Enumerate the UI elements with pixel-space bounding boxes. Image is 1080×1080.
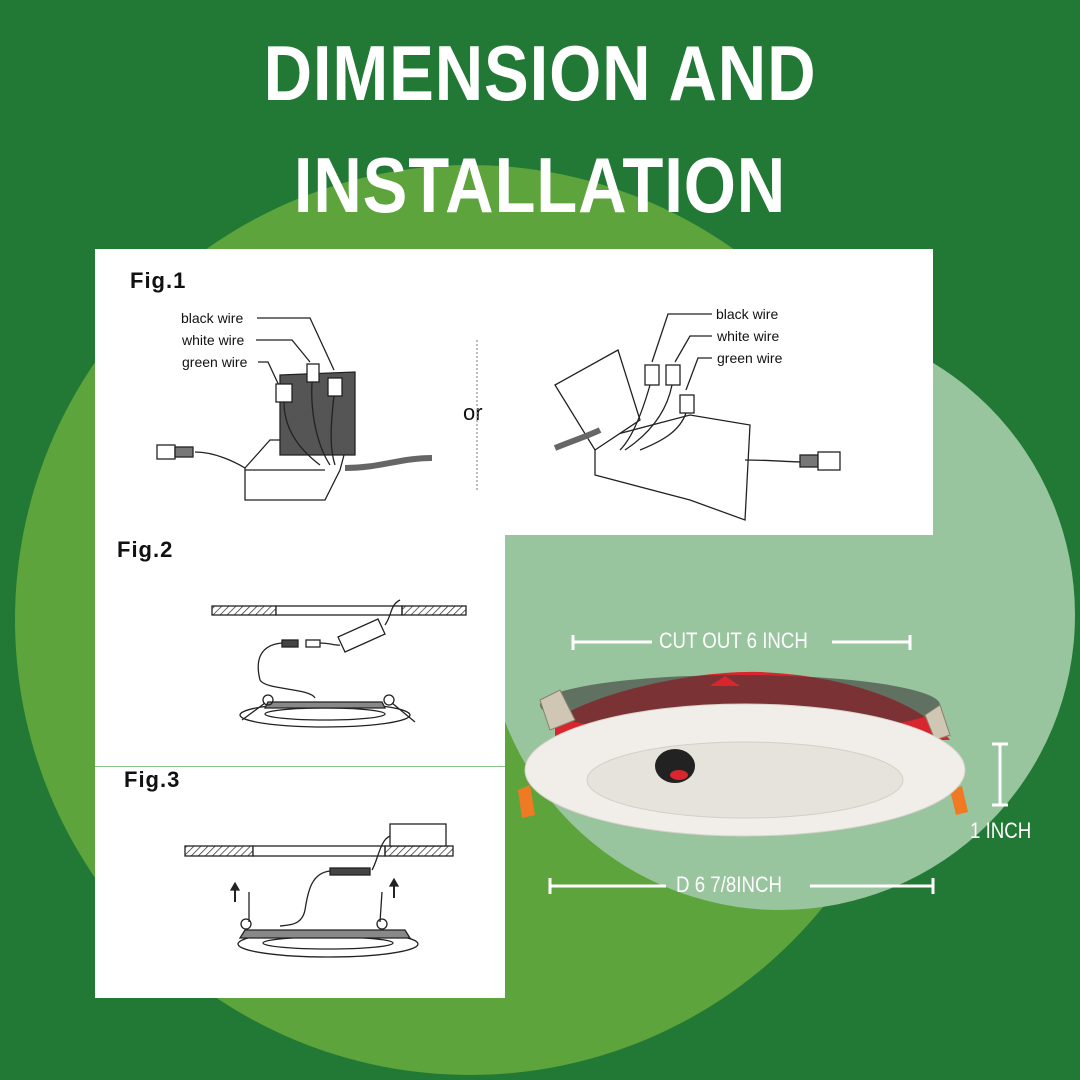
cutout-dimension-label: CUT OUT 6 INCH (659, 628, 808, 653)
fig1-left-green-wire-label: green wire (182, 354, 248, 370)
fig1-left-white-wire-label: white wire (182, 332, 245, 348)
fig1-left-black-wire-label: black wire (181, 310, 244, 326)
panel-divider (95, 766, 505, 767)
fig1-right-white-wire-label: white wire (717, 328, 780, 344)
fig3-label: Fig.3 (124, 767, 181, 792)
fig1-right-black-wire-label: black wire (716, 306, 779, 322)
title-line-2: INSTALLATION (293, 141, 787, 229)
diameter-dimension-label: D 6 7/8INCH (676, 872, 783, 897)
fig1-label: Fig.1 (130, 268, 187, 293)
fig2-label: Fig.2 (117, 537, 174, 562)
title-line-1: DIMENSION AND (263, 29, 817, 117)
fig1-or-separator: or (463, 400, 483, 425)
fig1-right-green-wire-label: green wire (717, 350, 783, 366)
height-dimension-label: 1 INCH (970, 818, 1032, 843)
fig1-panel (95, 249, 933, 535)
